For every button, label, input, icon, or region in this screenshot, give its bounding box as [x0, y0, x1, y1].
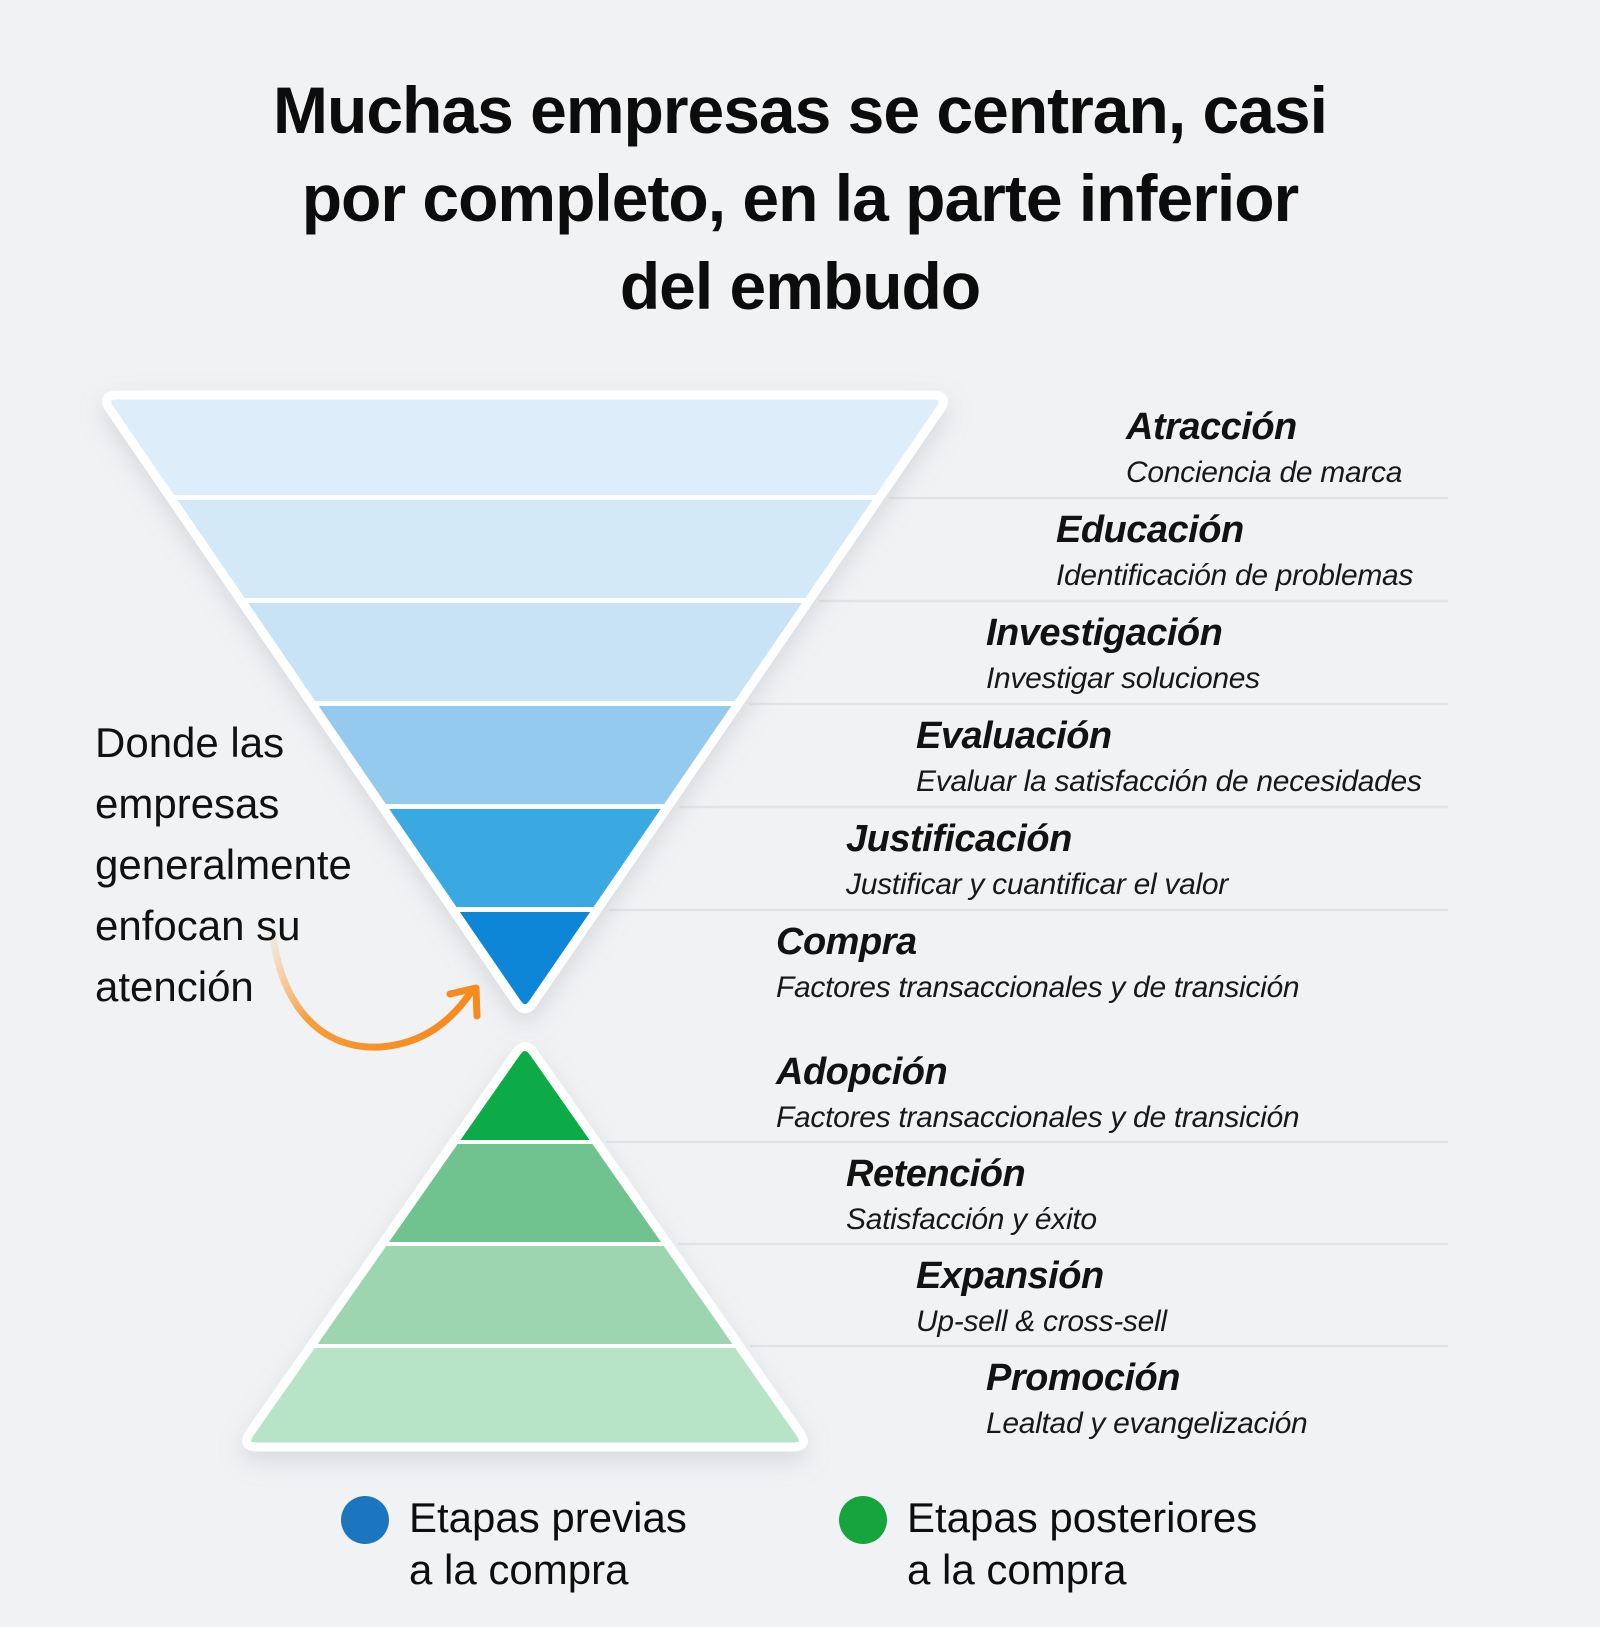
annotation-arrow [269, 933, 481, 1051]
row-dividers [606, 496, 1448, 1348]
stage-desc: Evaluar la satisfacción de necesidades [916, 765, 1422, 798]
page-title: Muchas empresas se centran, casi por com… [273, 73, 1328, 323]
stage-desc: Factores transaccionales y de transición [776, 1101, 1300, 1134]
stage-desc: Investigar soluciones [986, 662, 1260, 695]
layer-retencion [246, 1144, 804, 1242]
arrow-head-icon [446, 984, 481, 1020]
layer-promocion [246, 1348, 804, 1447]
stage-row-retencion: Retención Satisfacción y éxito [846, 1150, 1097, 1240]
legend-item-post-purchase: Etapas posteriores a la compra [839, 1492, 1257, 1596]
stage-name: Promoción [986, 1357, 1180, 1399]
focus-annotation: Donde las empresas generalmente enfocan … [95, 719, 352, 1010]
legend-label: Etapas posteriores a la compra [907, 1494, 1258, 1593]
stage-name: Justificación [846, 818, 1072, 860]
legend-dot-green-icon [839, 1496, 887, 1544]
stage-name: Atracción [1126, 406, 1297, 448]
stage-desc: Identificación de problemas [1056, 559, 1414, 592]
layer-expansion [246, 1246, 804, 1344]
stage-desc: Justificar y cuantificar el valor [846, 868, 1228, 901]
stage-name: Retención [846, 1153, 1026, 1195]
legend-dot-blue-icon [341, 1496, 389, 1544]
stage-name: Adopción [776, 1051, 948, 1093]
legend-item-pre-purchase: Etapas previas a la compra [341, 1492, 687, 1596]
stage-desc: Conciencia de marca [1126, 456, 1403, 489]
stage-desc: Lealtad y evangelización [986, 1407, 1308, 1440]
stage-row-investigacion: Investigación Investigar soluciones [986, 609, 1260, 699]
stage-name: Evaluación [916, 715, 1112, 757]
layer-investigacion [106, 603, 944, 701]
stage-row-promocion: Promoción Lealtad y evangelización [986, 1354, 1308, 1444]
stage-desc: Factores transaccionales y de transición [776, 971, 1300, 1004]
stage-row-expansion: Expansión Up-sell & cross-sell [916, 1252, 1167, 1342]
stage-name: Expansión [916, 1255, 1104, 1297]
stage-row-evaluacion: Evaluación Evaluar la satisfacción de ne… [916, 712, 1422, 802]
stage-name: Educación [1056, 509, 1244, 551]
stage-desc: Satisfacción y éxito [846, 1203, 1097, 1236]
funnel-outline [242, 1042, 808, 1452]
funnel-outline [102, 390, 948, 1014]
layer-educacion [106, 500, 944, 598]
stage-row-educacion: Educación Identificación de problemas [1056, 506, 1413, 596]
stage-row-compra: Compra Factores transaccionales y de tra… [776, 918, 1300, 1008]
layer-adopcion [246, 1046, 804, 1140]
stage-name: Compra [776, 921, 917, 963]
stage-row-atraccion: Atracción Conciencia de marca [1126, 403, 1402, 493]
arrow-curve [269, 933, 475, 1051]
stage-row-adopcion: Adopción Factores transaccionales y de t… [776, 1048, 1300, 1138]
stage-desc: Up-sell & cross-sell [916, 1305, 1167, 1338]
stage-name: Investigación [986, 612, 1223, 654]
layer-atraccion [106, 395, 944, 495]
stage-row-justificacion: Justificación Justificar y cuantificar e… [846, 815, 1228, 905]
legend-label: Etapas previas a la compra [409, 1494, 687, 1593]
